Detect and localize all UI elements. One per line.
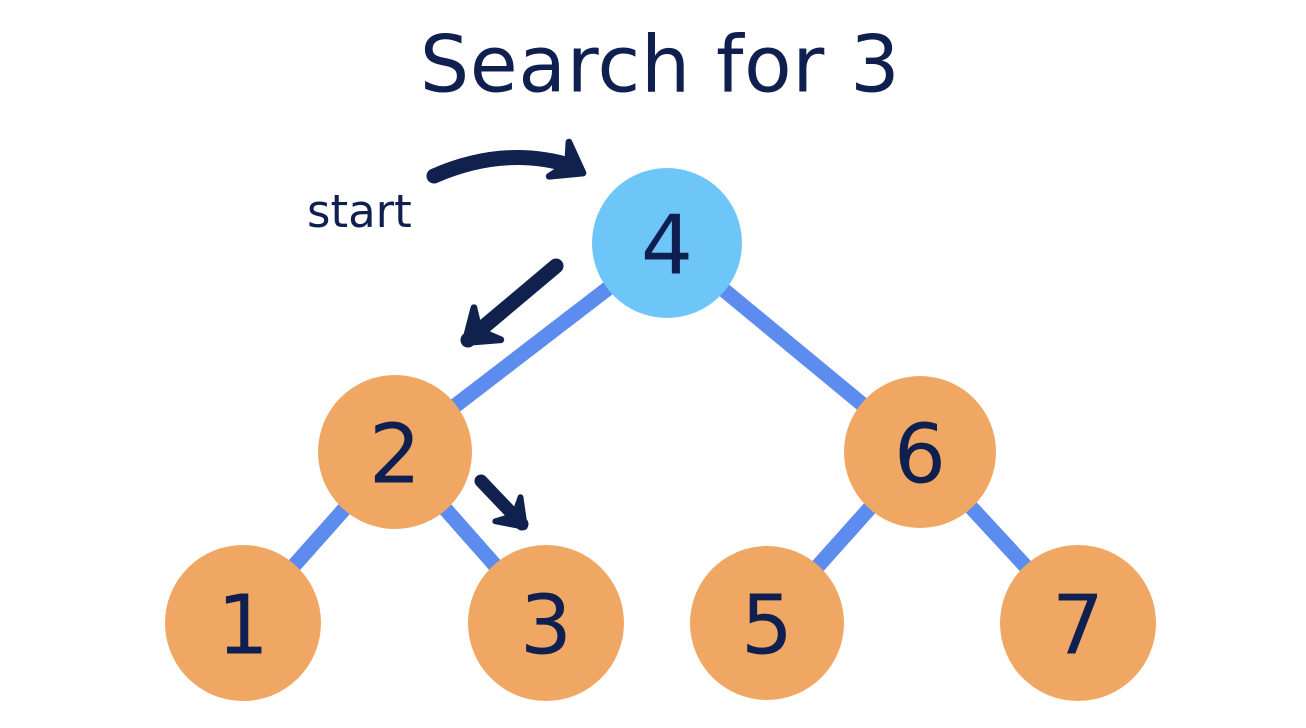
annotation-arrows-group — [426, 138, 587, 531]
arrow-root-to-left-shaft — [460, 258, 564, 348]
tree-node-7[interactable]: 7 — [1000, 545, 1156, 701]
tree-node-4[interactable]: 4 — [592, 168, 742, 318]
tree-node-1[interactable]: 1 — [165, 545, 321, 701]
arrow-start-to-root-head-icon — [545, 138, 587, 180]
tree-node-6[interactable]: 6 — [844, 376, 996, 528]
page-title: Search for 3 — [420, 20, 900, 110]
arrow-start-to-root — [426, 138, 587, 184]
tree-node-label-1: 1 — [217, 579, 269, 674]
tree-node-circle-1[interactable] — [165, 545, 321, 701]
tree-node-label-4: 4 — [641, 199, 693, 294]
arrow-two-to-three-head-icon — [492, 494, 528, 530]
tree-node-label-7: 7 — [1052, 579, 1104, 674]
tree-node-5[interactable]: 5 — [690, 546, 844, 700]
tree-node-circle-5[interactable] — [690, 546, 844, 700]
tree-node-circle-4[interactable] — [592, 168, 742, 318]
tree-node-3[interactable]: 3 — [468, 545, 624, 701]
arrow-root-to-left — [460, 258, 564, 348]
tree-nodes-group: 4 2 6 1 3 5 7 — [165, 168, 1156, 701]
tree-node-2[interactable]: 2 — [318, 375, 472, 529]
arrow-two-to-three — [474, 474, 529, 531]
tree-node-label-2: 2 — [369, 408, 421, 503]
start-label: start — [307, 185, 412, 238]
arrow-start-to-root-shaft — [426, 150, 580, 184]
tree-node-label-3: 3 — [520, 579, 572, 674]
tree-node-circle-7[interactable] — [1000, 545, 1156, 701]
tree-node-circle-6[interactable] — [844, 376, 996, 528]
arrow-root-to-left-head-icon — [461, 304, 505, 346]
tree-node-circle-3[interactable] — [468, 545, 624, 701]
tree-node-label-6: 6 — [894, 408, 946, 503]
tree-node-label-5: 5 — [741, 579, 793, 674]
tree-node-circle-2[interactable] — [318, 375, 472, 529]
